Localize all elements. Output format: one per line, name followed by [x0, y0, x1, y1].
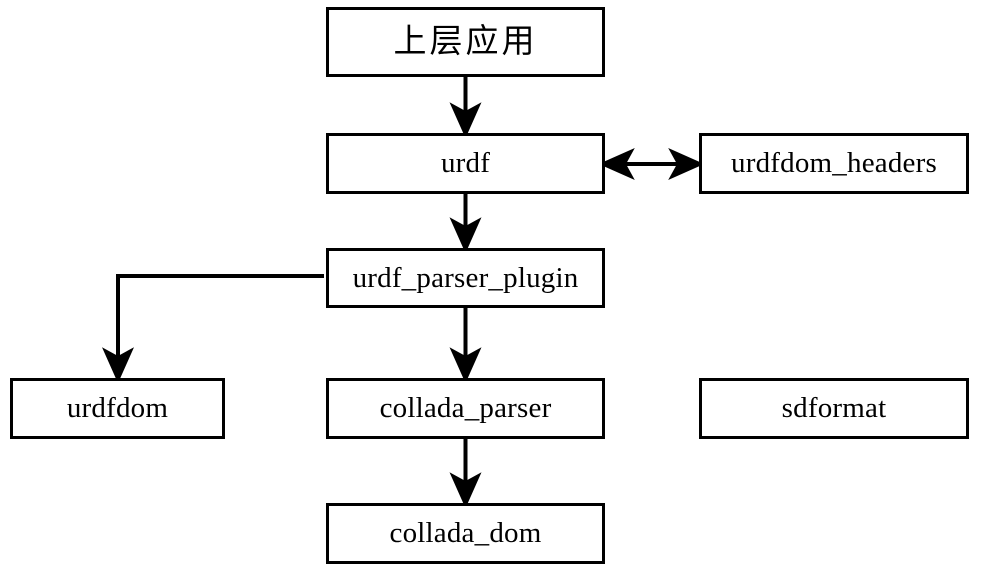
node-collada-parser: collada_parser [326, 378, 605, 439]
node-urdfdom: urdfdom [10, 378, 225, 439]
node-label: sdformat [781, 392, 887, 424]
node-urdfdom-headers: urdfdom_headers [699, 133, 969, 194]
edge-urdf-parser-plugin-to-urdfdom [102, 274, 324, 384]
node-label: urdf_parser_plugin [352, 261, 579, 294]
node-label: urdfdom_headers [731, 147, 937, 179]
node-label: collada_parser [379, 392, 552, 424]
node-label: 上层应用 [393, 23, 538, 60]
node-label: collada_dom [389, 517, 542, 549]
node-label: urdf [440, 147, 491, 179]
node-upper-app: 上层应用 [326, 7, 605, 77]
node-urdf-parser-plugin: urdf_parser_plugin [326, 248, 605, 308]
node-collada-dom: collada_dom [326, 503, 605, 564]
node-urdf: urdf [326, 133, 605, 194]
node-label: urdfdom [66, 392, 169, 424]
node-sdformat: sdformat [699, 378, 969, 439]
